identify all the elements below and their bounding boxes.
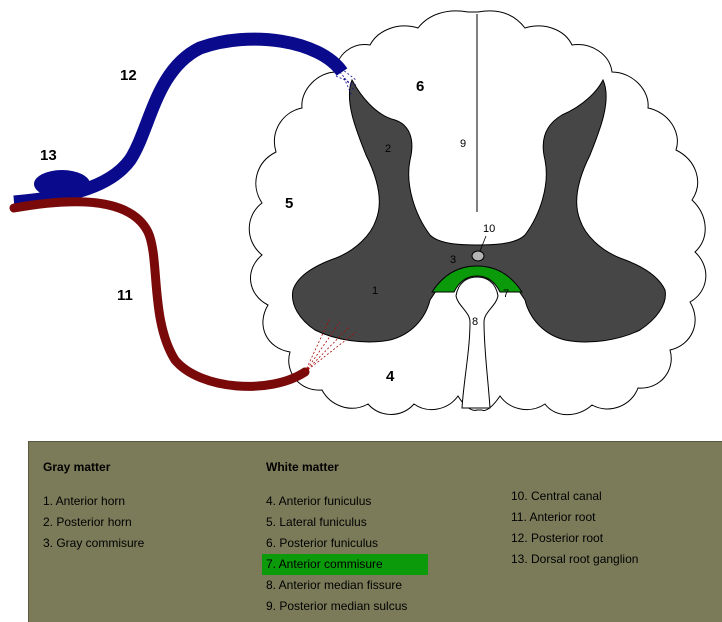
label-7: 7 bbox=[503, 288, 509, 300]
legend-item: 1. Anterior horn bbox=[43, 491, 144, 512]
legend-white-title: White matter bbox=[266, 460, 428, 480]
legend-item: 4. Anterior funiculus bbox=[266, 491, 428, 512]
legend-item: 11. Anterior root bbox=[511, 507, 638, 528]
label-8: 8 bbox=[472, 316, 478, 328]
label-3: 3 bbox=[450, 254, 456, 266]
label-13: 13 bbox=[40, 147, 57, 164]
label-9: 9 bbox=[460, 138, 466, 150]
label-1: 1 bbox=[372, 285, 378, 297]
label-4: 4 bbox=[386, 368, 395, 385]
spinal-cord-diagram: 12 13 11 6 5 4 9 2 10 3 1 7 8 bbox=[0, 0, 722, 430]
legend-gray-title: Gray matter bbox=[43, 460, 144, 480]
legend-item: 9. Posterior median sulcus bbox=[266, 596, 428, 617]
label-12: 12 bbox=[120, 67, 137, 84]
legend-item: 12. Posterior root bbox=[511, 528, 638, 549]
label-10: 10 bbox=[483, 223, 495, 235]
legend-item: 6. Posterior funiculus bbox=[266, 533, 428, 554]
label-6: 6 bbox=[416, 78, 424, 95]
legend-other-column: 10. Central canal 11. Anterior root 12. … bbox=[511, 486, 638, 570]
legend-item: 10. Central canal bbox=[511, 486, 638, 507]
legend-item: 5. Lateral funiculus bbox=[266, 512, 428, 533]
legend-item: 13. Dorsal root ganglion bbox=[511, 549, 638, 570]
label-11: 11 bbox=[117, 287, 133, 304]
label-2: 2 bbox=[385, 143, 391, 155]
legend-item: 3. Gray commisure bbox=[43, 533, 144, 554]
legend-item: 2. Posterior horn bbox=[43, 512, 144, 533]
legend-gray-column: Gray matter 1. Anterior horn 2. Posterio… bbox=[43, 460, 144, 554]
legend-item-highlighted: 7. Anterior commisure bbox=[262, 554, 428, 575]
legend-item: 8. Anterior median fissure bbox=[266, 575, 428, 596]
dorsal-root-ganglion bbox=[34, 170, 90, 198]
label-5: 5 bbox=[285, 195, 293, 212]
legend-white-column: White matter 4. Anterior funiculus 5. La… bbox=[266, 460, 428, 617]
legend-panel: Gray matter 1. Anterior horn 2. Posterio… bbox=[28, 441, 722, 622]
central-canal bbox=[472, 251, 484, 261]
